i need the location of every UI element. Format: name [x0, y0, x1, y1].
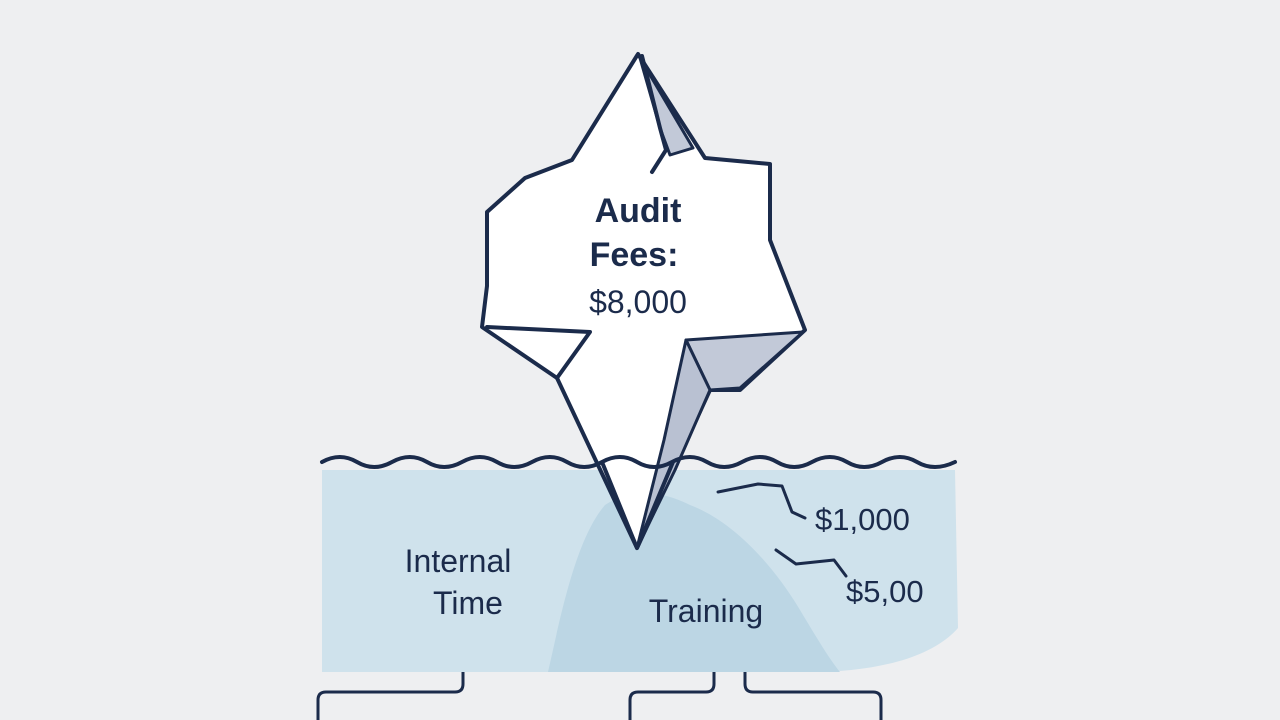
submerged-mass [548, 492, 840, 672]
connector-cost-1 [716, 482, 807, 520]
training-label: Training [649, 593, 763, 629]
waterline [320, 455, 957, 469]
audit-title-line1: Audit [595, 192, 682, 230]
cost-label-1: $1,000 [815, 502, 910, 537]
internal-time-label-line2: Time [433, 585, 503, 621]
iceberg-facet-lower [635, 338, 712, 550]
bracket-right [743, 672, 883, 720]
internal-time-label-line1: Internal [405, 543, 512, 579]
iceberg-crease-left [485, 325, 592, 380]
iceberg-tip-outline [600, 461, 675, 550]
audit-fee-amount: $8,000 [589, 284, 687, 320]
cost-label-2: $5,00 [846, 574, 924, 609]
bracket-left [316, 672, 465, 720]
iceberg-crease-top [640, 54, 668, 174]
connector-cost-2 [774, 548, 848, 578]
bracket-middle [628, 672, 716, 720]
audit-title-line2: Fees: [590, 236, 679, 274]
